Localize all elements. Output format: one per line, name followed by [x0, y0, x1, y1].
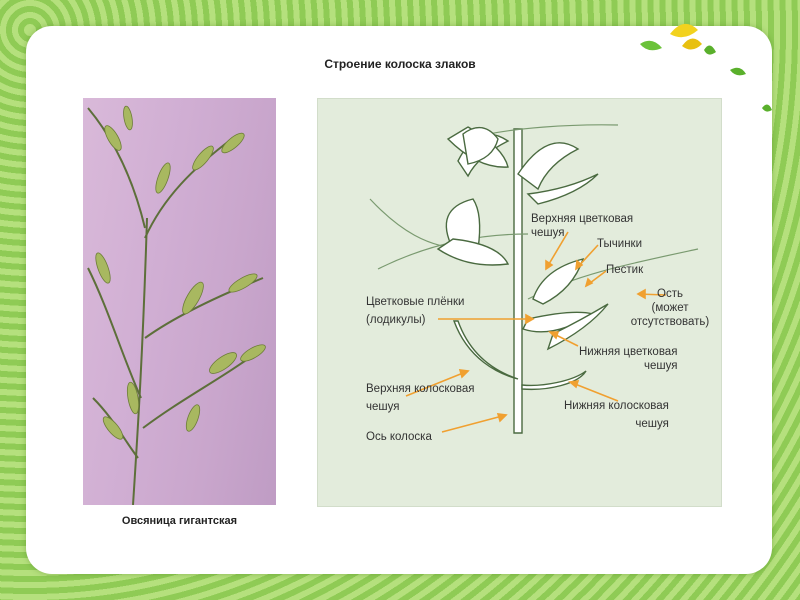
- leaf-icon: [640, 41, 662, 50]
- label-line: чешуя: [366, 400, 475, 414]
- slide-title: Строение колоска злаков: [0, 57, 800, 71]
- label-line: Ость: [620, 287, 720, 301]
- label-line: (лодикулы): [366, 313, 464, 327]
- label-upper-floral-scale: Верхняя цветковая чешуя: [531, 212, 633, 240]
- leaf-icon: [704, 45, 716, 54]
- label-line: Верхняя колосковая: [366, 382, 475, 396]
- butterfly-wing-icon: [670, 24, 698, 37]
- label-lower-glume: Нижняя колосковая чешуя: [564, 399, 669, 431]
- leaf-icon: [762, 104, 772, 111]
- butterfly-wing-icon: [682, 38, 702, 49]
- label-line: отсутствовать): [620, 315, 720, 329]
- label-line: чешуя: [564, 417, 669, 431]
- label-lodicules: Цветковые плёнки (лодикулы): [366, 295, 464, 327]
- label-lower-floral-scale: Нижняя цветковая чешуя: [579, 345, 677, 373]
- spikelet-diagram: Верхняя цветковая чешуя Тычинки Пестик О…: [317, 98, 722, 507]
- label-line: чешуя: [579, 359, 677, 373]
- label-pistil: Пестик: [606, 263, 643, 277]
- label-awn: Ость (может отсутствовать): [620, 287, 720, 329]
- label-spikelet-axis: Ось колоска: [366, 430, 432, 444]
- grass-photo: [83, 98, 276, 505]
- label-stamens: Тычинки: [597, 237, 642, 251]
- label-line: Нижняя колосковая: [564, 399, 669, 413]
- label-line: Цветковые плёнки: [366, 295, 464, 309]
- label-line: Верхняя цветковая: [531, 212, 633, 226]
- photo-caption: Овсяница гигантская: [83, 515, 276, 527]
- label-upper-glume: Верхняя колосковая чешуя: [366, 382, 475, 414]
- label-line: (может: [620, 301, 720, 315]
- label-line: Нижняя цветковая: [579, 345, 677, 359]
